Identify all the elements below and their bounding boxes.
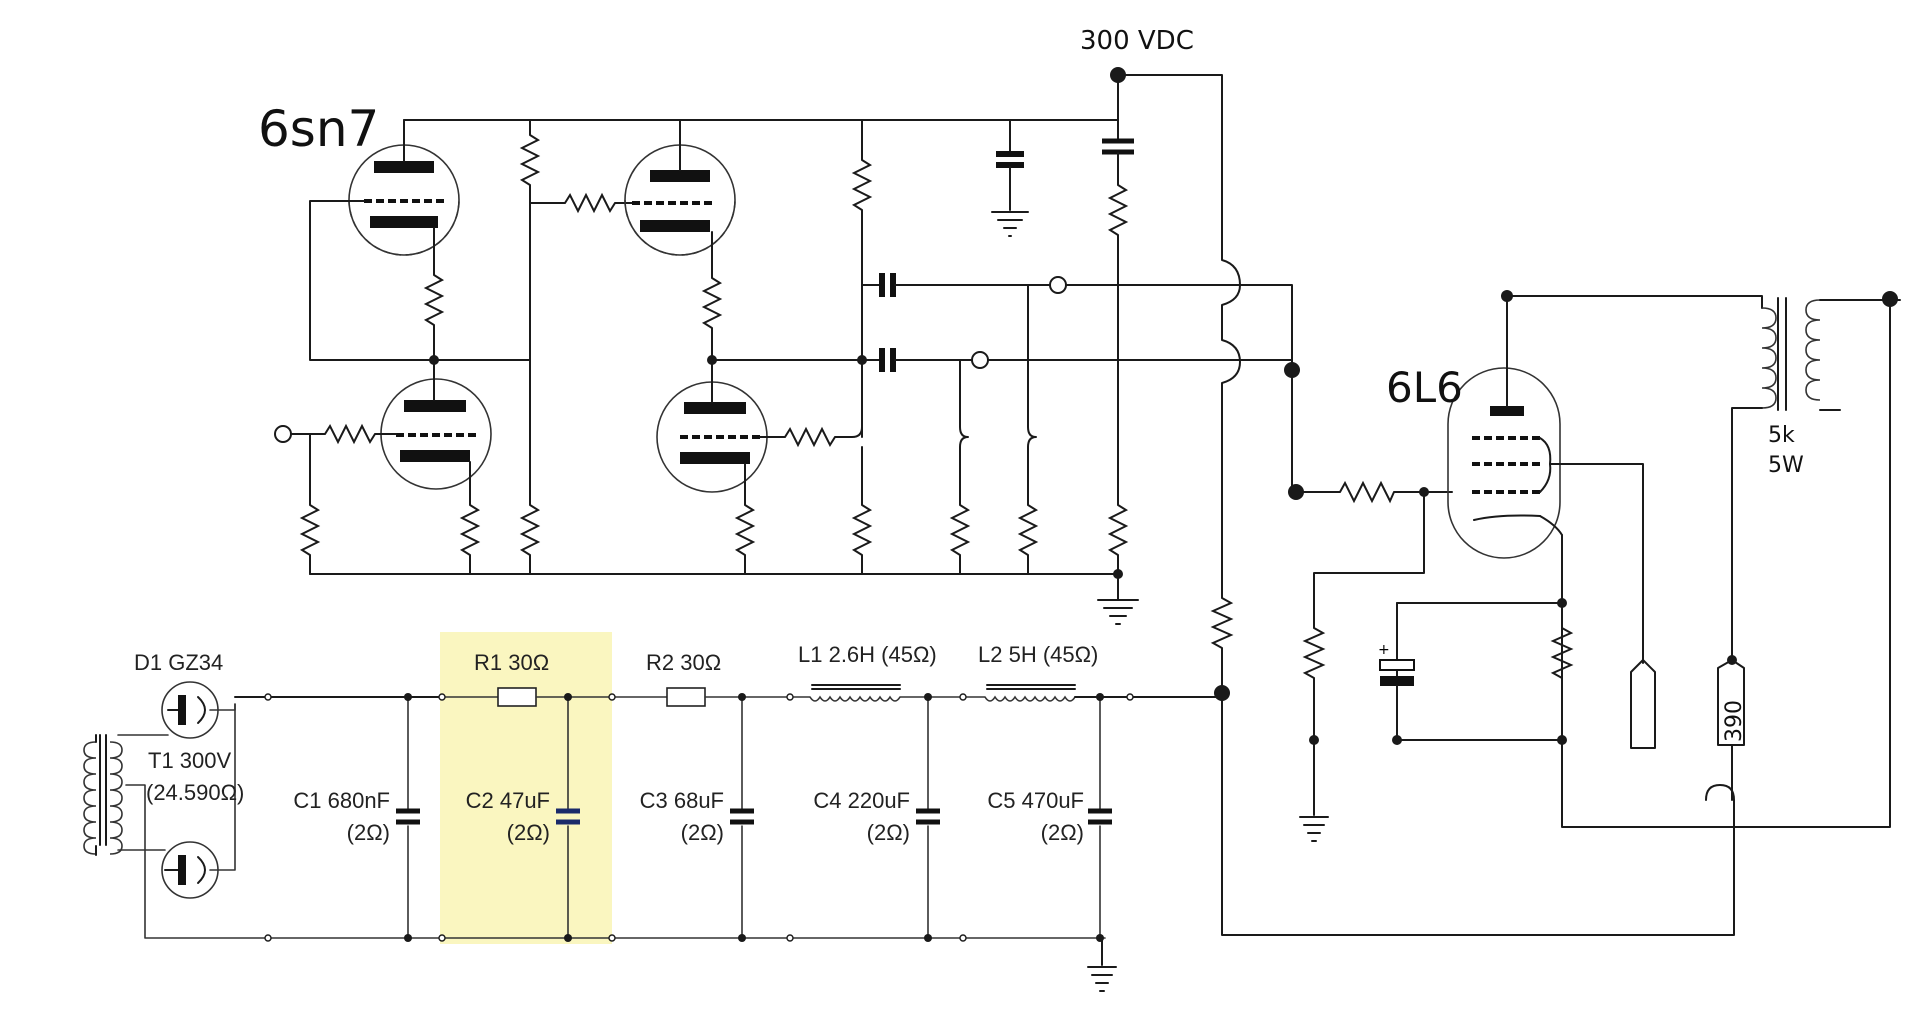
tube-6sn7-2	[380, 359, 492, 575]
tube-6sn7-1	[309, 119, 531, 361]
tube-6sn7-3	[624, 119, 863, 361]
c4-esr-label: (2Ω)	[867, 820, 910, 845]
output-resistor-value-label: 5k	[1768, 423, 1795, 448]
capacitor-c2	[556, 696, 580, 939]
r2-label: R2 30Ω	[646, 650, 721, 675]
input-jack-icon	[274, 425, 292, 443]
c3-esr-label: (2Ω)	[681, 820, 724, 845]
preamp-section	[274, 67, 1139, 625]
l2-label: L2 5H (45Ω)	[978, 642, 1098, 667]
r1-c2-highlight	[440, 632, 612, 944]
c2-esr-label: (2Ω)	[507, 820, 550, 845]
output-tube-label: 6L6	[1386, 363, 1463, 412]
capacitor-c4	[916, 696, 940, 939]
capacitor-c1	[396, 696, 420, 939]
svg-text:+: +	[1378, 642, 1390, 658]
supply-voltage-label: 300 VDC	[1080, 26, 1194, 56]
output-stage: +	[987, 74, 1901, 936]
c1-esr-label: (2Ω)	[347, 820, 390, 845]
capacitor-c3	[730, 696, 754, 939]
rectifier-label: D1 GZ34	[134, 650, 223, 675]
c2-value-label: C2 47uF	[466, 788, 550, 813]
c3-value-label: C3 68uF	[640, 788, 724, 813]
c5-value-label: C5 470uF	[987, 788, 1084, 813]
rectifier-d2	[161, 703, 236, 899]
c1-value-label: C1 680nF	[293, 788, 390, 813]
capacitor-c5	[1088, 696, 1112, 939]
tube-6l6	[1447, 367, 1644, 664]
c4-value-label: C4 220uF	[813, 788, 910, 813]
r1-label: R1 30Ω	[474, 650, 549, 675]
power-supply	[83, 681, 1223, 992]
tube-6sn7-4	[656, 359, 863, 575]
output-jack-1-icon	[1049, 276, 1067, 294]
transformer-label: T1 300V	[148, 748, 231, 773]
rectifier-d1	[161, 681, 236, 739]
cathode-resistor-label: 390	[1722, 700, 1747, 742]
output-jack-2-icon	[971, 351, 989, 369]
l1-label: L1 2.6H (45Ω)	[798, 642, 937, 667]
output-resistor-power-label: 5W	[1768, 453, 1804, 478]
preamp-tube-label: 6sn7	[258, 100, 379, 158]
transformer-resistance-label: (24.590Ω)	[146, 780, 244, 805]
c5-esr-label: (2Ω)	[1041, 820, 1084, 845]
